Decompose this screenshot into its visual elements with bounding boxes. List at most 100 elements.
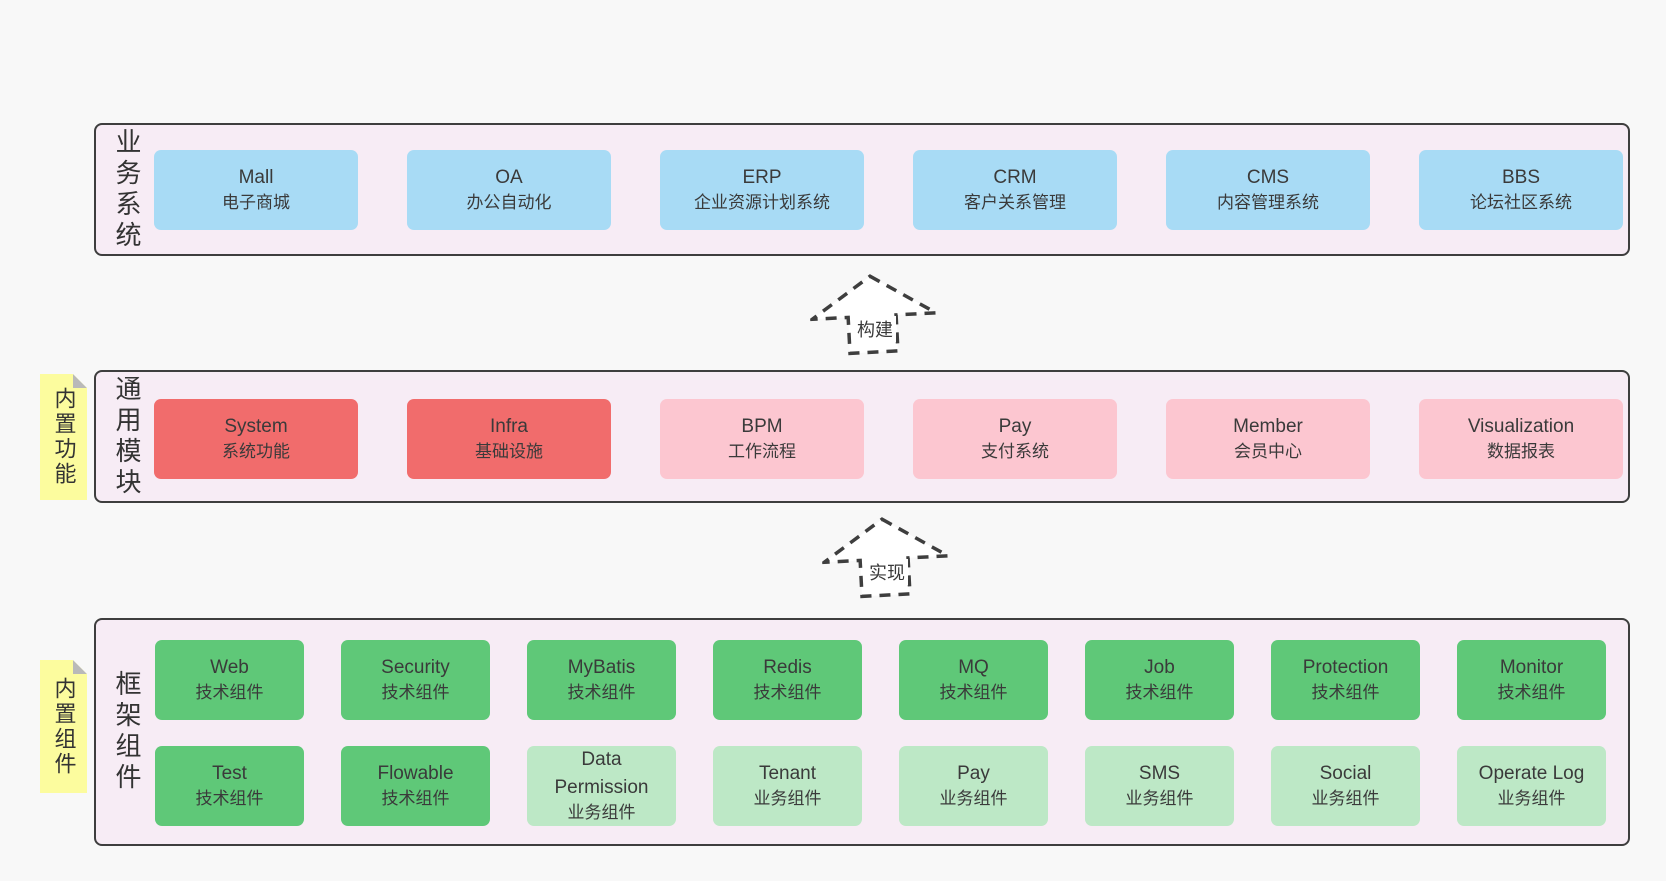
dashed-up-arrow-icon: [819, 517, 955, 599]
diagram-box: BPM 工作流程: [660, 399, 864, 479]
box-subtitle: 业务组件: [1311, 789, 1380, 809]
box-title: BPM: [741, 415, 783, 437]
box-title: Tenant: [758, 762, 817, 784]
layer-business-systems: 业务系统 Mall 电子商城 OA 办公自动化 ERP 企业资源计划系统 CRM…: [94, 123, 1630, 256]
layer-label-common-modules: 通用模块: [112, 374, 142, 499]
box-title: OA: [495, 166, 523, 188]
diagram-box: Tenant 业务组件: [713, 746, 862, 826]
diagram-box: Pay 支付系统: [913, 399, 1117, 479]
dashed-up-arrow-icon: [807, 274, 943, 356]
sticky-note-builtin-features: 内置功能: [40, 374, 87, 500]
box-title: Pay: [957, 762, 990, 784]
box-subtitle: 基础设施: [475, 442, 543, 462]
box-subtitle: 业务组件: [1125, 789, 1194, 809]
diagram-box: Infra 基础设施: [407, 399, 611, 479]
box-subtitle: 企业资源计划系统: [694, 193, 830, 213]
box-title: Web: [210, 656, 249, 678]
diagram-box: SMS 业务组件: [1085, 746, 1234, 826]
box-title: Monitor: [1499, 656, 1564, 678]
box-title: CMS: [1246, 166, 1290, 188]
box-title: MQ: [958, 656, 989, 678]
box-title: System: [224, 415, 288, 437]
box-title: Security: [381, 656, 450, 678]
box-title: MyBatis: [567, 656, 636, 678]
box-subtitle: 会员中心: [1234, 442, 1302, 462]
diagram-box: Data Permission 业务组件: [527, 746, 676, 826]
diagram-box: CRM 客户关系管理: [913, 150, 1117, 230]
diagram-box: Operate Log 业务组件: [1457, 746, 1606, 826]
arrow-build: 构建: [807, 272, 943, 356]
diagram-box: BBS 论坛社区系统: [1419, 150, 1623, 230]
box-subtitle: 论坛社区系统: [1470, 193, 1572, 213]
box-row-business: Mall 电子商城 OA 办公自动化 ERP 企业资源计划系统 CRM 客户关系…: [154, 150, 1623, 230]
box-title: Member: [1233, 415, 1303, 437]
box-title: Infra: [489, 415, 529, 437]
diagram-box: Flowable 技术组件: [341, 746, 490, 826]
box-subtitle: 技术组件: [195, 789, 264, 809]
box-subtitle: 业务组件: [1497, 789, 1566, 809]
box-title: Data Permission: [554, 749, 649, 798]
sticky-note-builtin-components-label: 内置组件: [51, 676, 77, 777]
arrow-implement-label: 实现: [866, 559, 908, 585]
box-subtitle: 技术组件: [1125, 683, 1194, 703]
diagram-box: Member 会员中心: [1166, 399, 1370, 479]
box-row-tech-components: Web 技术组件 Security 技术组件 MyBatis 技术组件 Redi…: [155, 640, 1606, 720]
diagram-box: ERP 企业资源计划系统: [660, 150, 864, 230]
box-subtitle: 技术组件: [381, 789, 450, 809]
box-subtitle: 业务组件: [753, 789, 822, 809]
layer-label-business-systems: 业务系统: [112, 127, 142, 252]
layer-framework-components: 框架组件 Web 技术组件 Security 技术组件 MyBatis 技术组件…: [94, 618, 1630, 846]
box-row-biz-components: Test 技术组件 Flowable 技术组件 Data Permission …: [155, 746, 1606, 826]
layer-common-modules: 通用模块 System 系统功能 Infra 基础设施 BPM 工作流程 Pay…: [94, 370, 1630, 503]
box-subtitle: 系统功能: [222, 442, 290, 462]
box-subtitle: 技术组件: [195, 683, 264, 703]
diagram-box: Redis 技术组件: [713, 640, 862, 720]
diagram-box: Monitor 技术组件: [1457, 640, 1606, 720]
box-title: Visualization: [1467, 415, 1575, 437]
diagram-box: MQ 技术组件: [899, 640, 1048, 720]
sticky-note-builtin-components: 内置组件: [40, 660, 87, 793]
box-title: Redis: [763, 656, 812, 678]
box-title: Job: [1144, 656, 1175, 678]
diagram-box: Pay 业务组件: [899, 746, 1048, 826]
box-title: Flowable: [377, 762, 454, 784]
box-title: ERP: [742, 166, 782, 188]
box-subtitle: 办公自动化: [466, 193, 552, 213]
sticky-note-builtin-features-label: 内置功能: [51, 387, 77, 487]
box-title: Mall: [238, 166, 274, 188]
diagram-box: System 系统功能: [154, 399, 358, 479]
box-subtitle: 业务组件: [939, 789, 1008, 809]
diagram-box: CMS 内容管理系统: [1166, 150, 1370, 230]
box-subtitle: 技术组件: [753, 683, 822, 703]
box-subtitle: 技术组件: [1497, 683, 1566, 703]
box-title: Operate Log: [1478, 762, 1585, 784]
diagram-box: MyBatis 技术组件: [527, 640, 676, 720]
diagram-box: Visualization 数据报表: [1419, 399, 1623, 479]
box-title: Test: [212, 762, 247, 784]
diagram-box: Mall 电子商城: [154, 150, 358, 230]
diagram-box: Social 业务组件: [1271, 746, 1420, 826]
box-row-modules: System 系统功能 Infra 基础设施 BPM 工作流程 Pay 支付系统…: [154, 399, 1623, 479]
box-subtitle: 内容管理系统: [1217, 193, 1319, 213]
box-title: Pay: [998, 415, 1032, 437]
box-subtitle: 客户关系管理: [964, 193, 1066, 213]
box-subtitle: 技术组件: [567, 683, 636, 703]
diagram-box: Job 技术组件: [1085, 640, 1234, 720]
box-title: SMS: [1138, 762, 1181, 784]
box-title: CRM: [993, 166, 1037, 188]
diagram-box: Test 技术组件: [155, 746, 304, 826]
diagram-box: OA 办公自动化: [407, 150, 611, 230]
box-subtitle: 电子商城: [222, 193, 290, 213]
box-subtitle: 支付系统: [981, 442, 1049, 462]
box-title: Protection: [1302, 656, 1389, 678]
arrow-implement: 实现: [819, 515, 955, 599]
box-subtitle: 工作流程: [728, 442, 796, 462]
box-subtitle: 业务组件: [567, 803, 636, 823]
arrow-build-label: 构建: [854, 316, 896, 342]
box-subtitle: 数据报表: [1487, 442, 1555, 462]
box-title: Social: [1319, 762, 1372, 784]
diagram-box: Protection 技术组件: [1271, 640, 1420, 720]
layer-label-framework-components: 框架组件: [112, 670, 142, 794]
diagram-box: Security 技术组件: [341, 640, 490, 720]
